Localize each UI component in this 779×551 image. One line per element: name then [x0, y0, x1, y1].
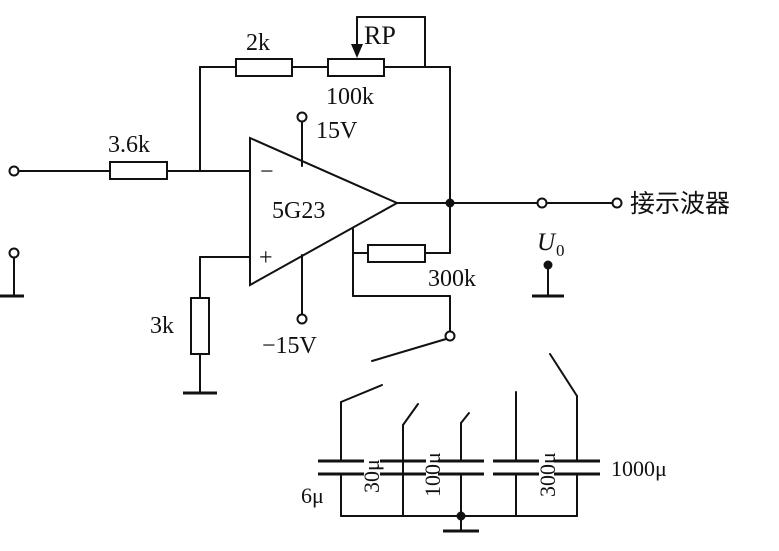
ground-terminal-left [0, 247, 24, 298]
feedback-resistor-label: 2k [246, 30, 270, 56]
junction-dot [456, 511, 466, 521]
feedback-network: 2k 100k RP [199, 16, 451, 204]
output-line: 接示波器 [396, 189, 730, 218]
wiper-arrow-icon [351, 44, 363, 58]
supply-positive: 15V [296, 111, 358, 167]
input-resistor: 3.6k [108, 132, 251, 180]
supply-negative-label: −15V [262, 333, 318, 359]
opamp-label: 5G23 [272, 198, 325, 224]
input-terminal [8, 165, 111, 177]
compensation-resistor: 300k [352, 202, 476, 297]
selector-switch [340, 295, 578, 426]
output-voltage-reference: U 0 [532, 229, 565, 298]
oscilloscope-label: 接示波器 [630, 189, 730, 218]
potentiometer-value-label: 100k [326, 84, 374, 110]
input-resistor-label: 3.6k [108, 132, 150, 158]
ground-resistor-label: 3k [150, 313, 174, 339]
output-voltage-symbol: U [537, 229, 557, 256]
potentiometer-name-label: RP [364, 21, 396, 50]
compensation-resistor-label: 300k [428, 266, 476, 292]
opamp: 5G23 − + [249, 136, 400, 287]
supply-positive-label: 15V [316, 118, 358, 144]
capacitor-label-100u: 100μ [420, 452, 445, 497]
ground-resistor-branch: 3k [150, 256, 251, 395]
output-voltage-subscript: 0 [556, 241, 565, 260]
inverting-input-sign: − [260, 159, 274, 185]
noninverting-input-sign: + [259, 245, 273, 271]
capacitor-label-30u: 30μ [359, 459, 384, 493]
capacitor-bank: 6μ 30μ 100μ 300μ 1000μ [301, 391, 667, 533]
capacitor-label-1000u: 1000μ [611, 456, 667, 481]
capacitor-label-300u: 300μ [535, 452, 560, 497]
capacitor-label-6u: 6μ [301, 483, 324, 508]
supply-negative: −15V [262, 254, 318, 359]
